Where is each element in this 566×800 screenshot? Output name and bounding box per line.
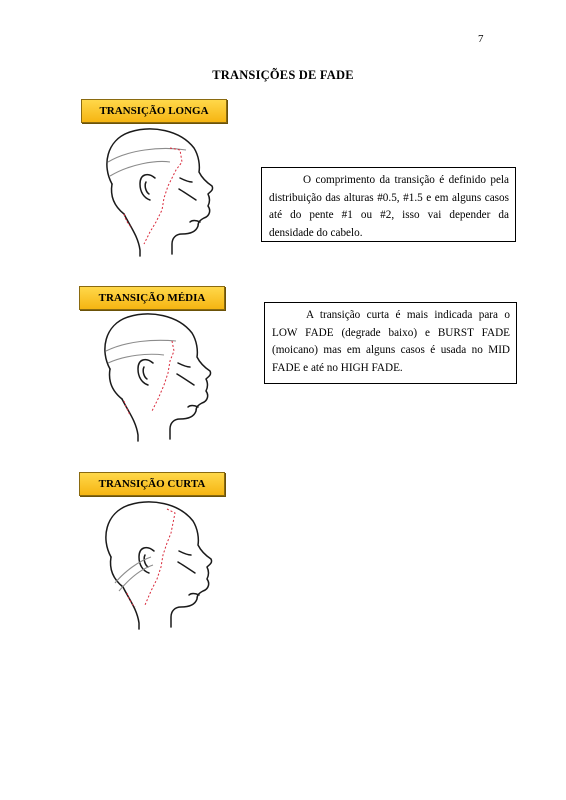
- head-illustration-longa: [100, 126, 225, 258]
- label-transicao-longa: TRANSIÇÃO LONGA: [81, 99, 227, 123]
- text-transicao-media: A transição curta é mais indicada para o…: [272, 309, 510, 374]
- head-illustration-media: [98, 311, 223, 443]
- head-illustration-curta: [99, 499, 224, 631]
- label-transicao-media: TRANSIÇÃO MÉDIA: [79, 286, 225, 310]
- page-number: 7: [478, 33, 484, 45]
- page-title: TRANSIÇÕES DE FADE: [212, 68, 354, 82]
- text-transicao-longa: O comprimento da transição é definido pe…: [269, 174, 509, 239]
- text-box-transicao-media: A transição curta é mais indicada para o…: [264, 302, 517, 384]
- label-transicao-curta: TRANSIÇÃO CURTA: [79, 472, 225, 496]
- text-box-transicao-longa: O comprimento da transição é definido pe…: [261, 167, 516, 242]
